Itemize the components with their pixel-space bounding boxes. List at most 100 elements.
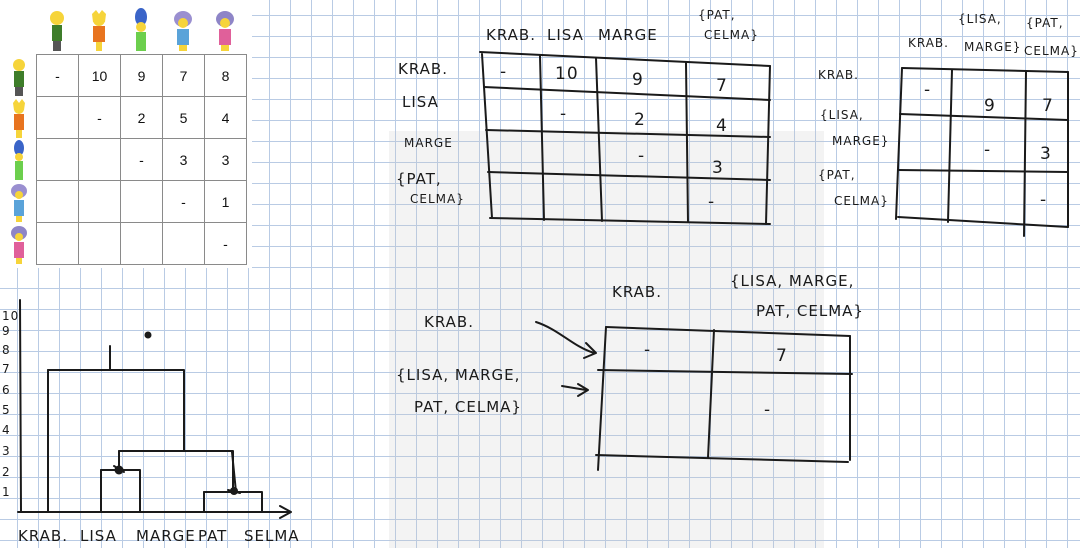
dendrogram-y-tick: 1 (2, 485, 11, 499)
distance-table: - 10 9 7 8 - 2 5 4 - 3 3 - 1 (36, 54, 247, 265)
matrix2-col-header: MARGE} (964, 40, 1022, 54)
matrix3-col-header: {LISA, MARGE, (730, 272, 855, 290)
matrix1-line (489, 217, 771, 225)
matrix1-cell: 7 (716, 76, 728, 96)
matrix3-col-header: KRAB. (612, 283, 662, 301)
marge-character-icon (135, 8, 147, 51)
table-cell: 2 (120, 96, 163, 139)
matrix1-cell: 10 (555, 64, 579, 84)
marge-row-icon (14, 140, 24, 180)
dendrogram-dot (144, 331, 152, 339)
matrix2-col-header: {LISA, (958, 12, 1002, 26)
table-cell: - (78, 96, 121, 139)
selma-character-icon (216, 11, 234, 51)
matrix2-col-header: {PAT, (1026, 16, 1064, 30)
table-row: - 2 5 4 (36, 96, 247, 139)
matrix3-cell: 7 (776, 346, 788, 366)
matrix3-line (597, 369, 853, 375)
dendrogram-x-arrow (279, 505, 292, 519)
table-cell: 9 (120, 54, 163, 97)
dendrogram-y-axis (19, 299, 22, 513)
dendrogram-y-tick: 3 (2, 444, 11, 458)
pat-row-icon (11, 184, 27, 222)
matrix1-col-header: LISA (547, 26, 584, 44)
matrix3-line (597, 326, 607, 471)
dendrogram-x-label: KRAB. (18, 527, 68, 545)
table-row: - (36, 222, 247, 265)
printed-distance-matrix: - 10 9 7 8 - 2 5 4 - 3 3 - 1 (0, 0, 252, 268)
arrow-cluster (561, 385, 587, 391)
matrix1-col-header: {PAT, (698, 8, 736, 22)
table-cell: 3 (204, 138, 247, 181)
matrix3-row-header: {LISA, MARGE, (396, 366, 521, 384)
dendrogram-y-tick: 10 (2, 309, 20, 323)
selma-row-icon (11, 226, 27, 264)
dendrogram-x-label: PAT (198, 527, 228, 545)
matrix2-row-header: MARGE} (832, 134, 890, 148)
dendrogram-branch (235, 491, 263, 513)
matrix3-col-header: PAT, CELMA} (756, 302, 864, 320)
matrix1-line (487, 171, 771, 181)
matrix2-cell: - (924, 80, 932, 100)
dendrogram-branch (47, 369, 185, 452)
dendrogram-y-tick: 4 (2, 423, 11, 437)
matrix1-row-header: MARGE (404, 136, 453, 150)
table-cell: 3 (162, 138, 205, 181)
matrix2-row-header: KRAB. (818, 68, 859, 82)
matrix2-cell: 9 (984, 96, 996, 116)
matrix1-col-header: KRAB. (486, 26, 536, 44)
dendrogram-y-tick: 7 (2, 362, 11, 376)
arrow-cluster-head (577, 383, 589, 397)
table-cell (162, 222, 205, 265)
matrix2-col-header: CELMA} (1024, 44, 1079, 58)
table-row: - 1 (36, 180, 247, 223)
matrix2-row-header: CELMA} (834, 194, 889, 208)
matrix1-line (483, 86, 771, 101)
matrix3-line (595, 454, 849, 463)
matrix1-cell: 2 (634, 110, 646, 130)
table-cell: 7 (162, 54, 205, 97)
table-cell (36, 138, 79, 181)
matrix2-line (895, 67, 903, 220)
dendrogram-x-label: SELMA (244, 527, 300, 545)
matrix1-cell: 4 (716, 116, 728, 136)
krab-row-icon (13, 59, 25, 96)
table-cell: 8 (204, 54, 247, 97)
matrix1-col-header: MARGE (598, 26, 658, 44)
dendrogram-branch (100, 469, 141, 513)
matrix1-line (481, 53, 493, 219)
matrix3-row-header: PAT, CELMA} (414, 398, 522, 416)
matrix3-line (707, 329, 715, 459)
matrix3-cell: - (764, 400, 772, 420)
matrix1-row-header: {PAT, (396, 170, 442, 188)
arrow-krab (535, 321, 595, 354)
table-cell (78, 138, 121, 181)
matrix1-cell: 9 (632, 70, 644, 90)
matrix2-line (897, 169, 1069, 173)
matrix2-line (1023, 71, 1027, 237)
shaded-region (389, 131, 824, 548)
matrix2-line (947, 69, 953, 223)
matrix1-line (479, 51, 771, 67)
matrix1-cell: - (500, 62, 508, 82)
dendrogram-y-tick: 8 (2, 343, 11, 357)
matrix1-line (685, 62, 689, 223)
matrix1-col-header: CELMA} (704, 28, 759, 42)
dendrogram-x-label: MARGE (136, 527, 196, 545)
matrix1-row-header: KRAB. (398, 60, 448, 78)
table-cell: 10 (78, 54, 121, 97)
matrix3-cell: - (644, 340, 652, 360)
dendrogram-node (231, 451, 237, 493)
table-cell: 4 (204, 96, 247, 139)
matrix1-cell: - (708, 192, 716, 212)
lisa-character-icon (92, 10, 106, 51)
dendrogram-y-tick: 5 (2, 403, 11, 417)
matrix2-cell: 3 (1040, 144, 1052, 164)
dendrogram-dot (230, 487, 238, 495)
matrix2-cell: - (984, 140, 992, 160)
pat-character-icon (174, 11, 192, 51)
dendrogram-y-tick: 2 (2, 465, 11, 479)
matrix2-row-header: {PAT, (818, 168, 856, 182)
matrix2-col-header: KRAB. (908, 36, 949, 50)
